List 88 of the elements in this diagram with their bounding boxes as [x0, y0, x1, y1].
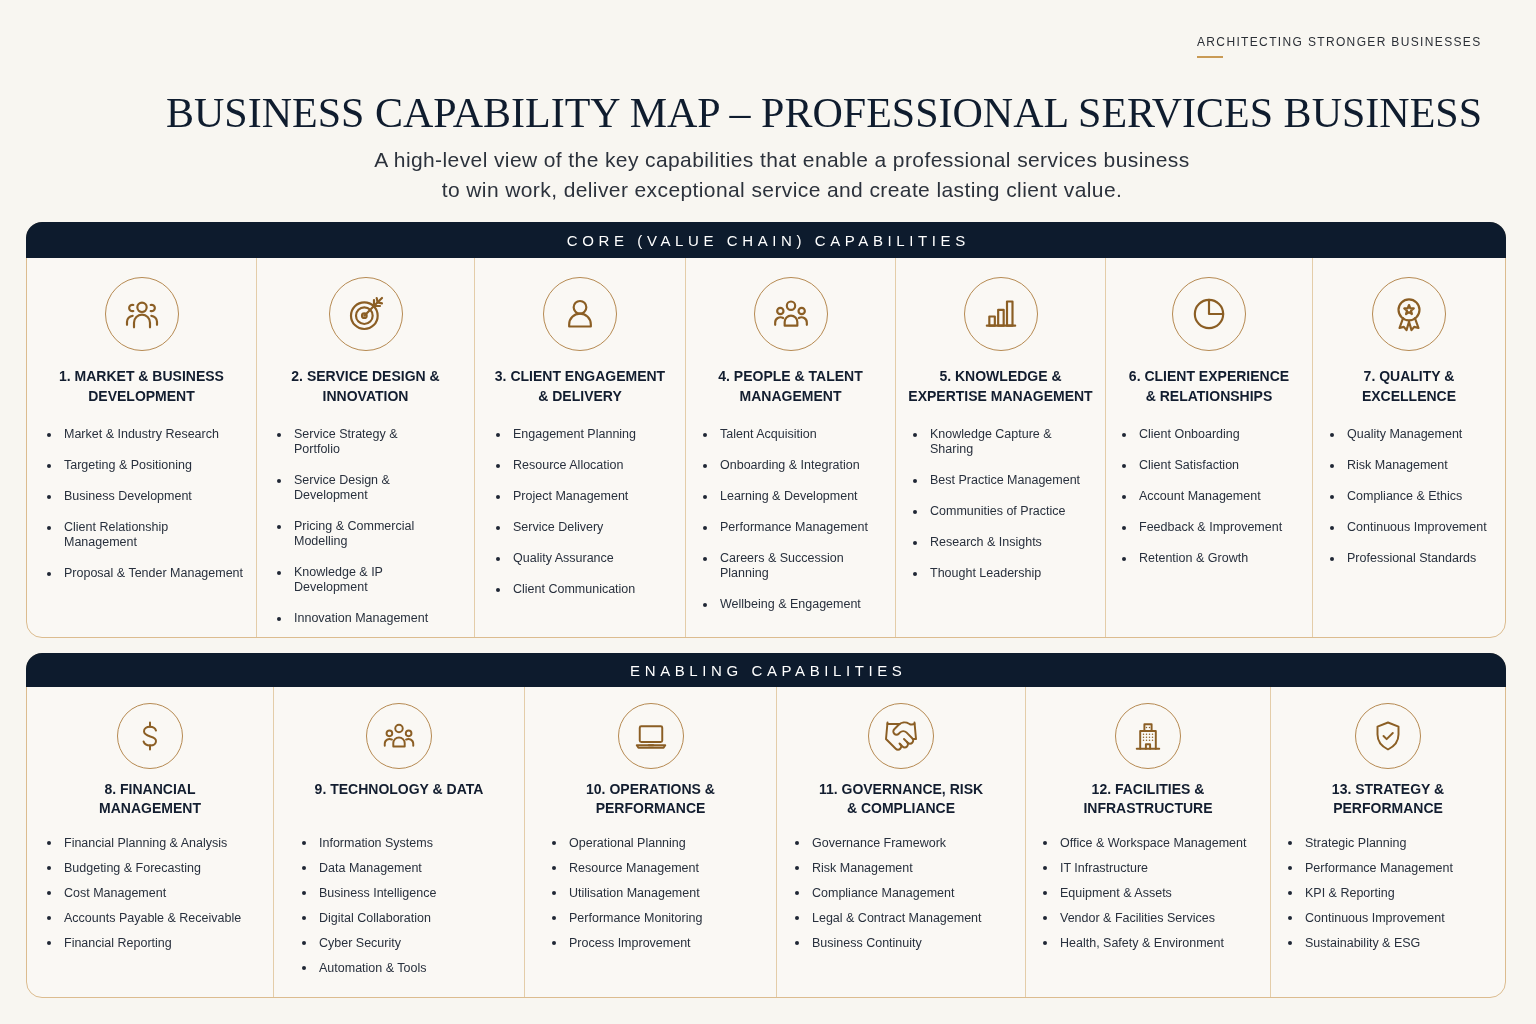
capability-item: Continuous Improvement — [1305, 910, 1445, 926]
capability-item: Sustainability & ESG — [1305, 935, 1421, 951]
capability-item: Targeting & Positioning — [64, 458, 192, 473]
capability-item: Utilisation Management — [569, 885, 700, 901]
capability-item: Account Management — [1139, 489, 1261, 504]
capability-panel — [26, 653, 1506, 998]
capability-item: Risk Management — [812, 860, 913, 876]
capability-item: Project Management — [513, 489, 629, 504]
capability-panel — [26, 222, 1506, 638]
capability-item: Compliance & Ethics — [1347, 489, 1463, 504]
capability-item: Best Practice Management — [930, 473, 1081, 488]
capability-item: Budgeting & Forecasting — [64, 860, 201, 876]
capability-item: Information Systems — [319, 835, 433, 851]
capability-item: Automation & Tools — [319, 960, 427, 976]
capability-item: Financial Planning & Analysis — [64, 835, 228, 851]
capability-item: Equipment & Assets — [1060, 885, 1172, 901]
capability-item: Continuous Improvement — [1347, 520, 1487, 535]
capability-item: Service Delivery — [513, 520, 604, 535]
capability-item: IT Infrastructure — [1060, 860, 1148, 876]
capability-item: Risk Management — [1347, 458, 1448, 473]
capability-item: Operational Planning — [569, 835, 686, 851]
capability-title: 2. SERVICE DESIGN & INNOVATION — [290, 367, 441, 406]
section-header: CORE (VALUE CHAIN) CAPABILITIES — [26, 222, 1506, 258]
capability-title: 3. CLIENT ENGAGEMENT & DELIVERY — [493, 367, 667, 406]
page-title: BUSINESS CAPABILITY MAP – PROFESSIONAL SERVICES BUSINESS — [166, 89, 1482, 138]
capability-title: 1. MARKET & BUSINESS DEVELOPMENT — [58, 367, 225, 406]
capability-title: 11. GOVERNANCE, RISK & COMPLIANCE — [817, 780, 985, 818]
capability-item: Resource Allocation — [513, 458, 624, 473]
capability-item: Thought Leadership — [930, 566, 1042, 581]
capability-item: Client Relationship Management — [64, 520, 170, 550]
capability-item: Onboarding & Integration — [720, 458, 860, 473]
capability-item: Wellbeing & Engagement — [720, 597, 861, 612]
capability-item: Data Management — [319, 860, 422, 876]
capability-title: 9. TECHNOLOGY & DATA — [314, 780, 484, 799]
capability-item: Financial Reporting — [64, 935, 172, 951]
capability-item: Process Improvement — [569, 935, 691, 951]
capability-item: Performance Monitoring — [569, 910, 703, 926]
subtitle: A high-level view of the key capabilities that enable a professional services business to win work, deliver exceptional service and create lasting client value. — [373, 147, 1191, 203]
capability-item: Cyber Security — [319, 935, 401, 951]
capability-item: Accounts Payable & Receivable — [64, 910, 242, 926]
capability-item: Business Continuity — [812, 935, 922, 951]
capability-item: Proposal & Tender Management — [64, 566, 244, 581]
capability-item: Digital Collaboration — [319, 910, 431, 926]
capability-item: Learning & Development — [720, 489, 858, 504]
capability-item: Vendor & Facilities Services — [1060, 910, 1215, 926]
tagline: ARCHITECTING STRONGER BUSINESSES — [1197, 35, 1482, 50]
capability-item: Cost Management — [64, 885, 167, 901]
capability-item: Professional Standards — [1347, 551, 1477, 566]
capability-item: Client Onboarding — [1139, 427, 1240, 442]
capability-item: Communities of Practice — [930, 504, 1066, 519]
capability-item: Market & Industry Research — [64, 427, 219, 442]
capability-item: Strategic Planning — [1305, 835, 1407, 851]
capability-item: Innovation Management — [294, 611, 429, 626]
capability-item: Careers & Succession Planning — [720, 551, 845, 581]
capability-item: Service Design & Development — [294, 473, 391, 503]
capability-item: Quality Management — [1347, 427, 1463, 442]
capability-title: 13. STRATEGY & PERFORMANCE — [1330, 780, 1446, 818]
capability-item: Business Intelligence — [319, 885, 437, 901]
capability-title: 4. PEOPLE & TALENT MANAGEMENT — [717, 367, 864, 406]
capability-item: Resource Management — [569, 860, 699, 876]
capability-item: Performance Management — [720, 520, 868, 535]
capability-item: Engagement Planning — [513, 427, 636, 442]
capability-item: Knowledge Capture & Sharing — [930, 427, 1053, 457]
capability-title: 5. KNOWLEDGE & EXPERTISE MANAGEMENT — [907, 367, 1094, 406]
capability-item: Quality Assurance — [513, 551, 614, 566]
capability-item: Feedback & Improvement — [1139, 520, 1283, 535]
section-header: ENABLING CAPABILITIES — [26, 653, 1506, 687]
capability-item: Business Development — [64, 489, 192, 504]
capability-item: Legal & Contract Management — [812, 910, 982, 926]
capability-item: Office & Workspace Management — [1060, 835, 1247, 851]
capability-item: Service Strategy & Portfolio — [294, 427, 399, 457]
capability-item: Research & Insights — [930, 535, 1042, 550]
capability-item: Knowledge & IP Development — [294, 565, 384, 595]
capability-title: 12. FACILITIES & INFRASTRUCTURE — [1082, 780, 1214, 818]
capability-title: 6. CLIENT EXPERIENCE & RELATIONSHIPS — [1127, 367, 1291, 406]
capability-item: Performance Management — [1305, 860, 1453, 876]
capability-item: Retention & Growth — [1139, 551, 1249, 566]
capability-item: KPI & Reporting — [1305, 885, 1395, 901]
capability-title: 7. QUALITY & EXCELLENCE — [1360, 367, 1458, 406]
capability-item: Client Communication — [513, 582, 636, 597]
capability-title: 10. OPERATIONS & PERFORMANCE — [585, 780, 716, 818]
capability-title: 8. FINANCIAL MANAGEMENT — [98, 780, 202, 818]
capability-item: Health, Safety & Environment — [1060, 935, 1224, 951]
capability-item: Pricing & Commercial Modelling — [294, 519, 416, 549]
capability-item: Client Satisfaction — [1139, 458, 1240, 473]
capability-item: Compliance Management — [812, 885, 955, 901]
capability-item: Talent Acquisition — [720, 427, 817, 442]
capability-item: Governance Framework — [812, 835, 947, 851]
